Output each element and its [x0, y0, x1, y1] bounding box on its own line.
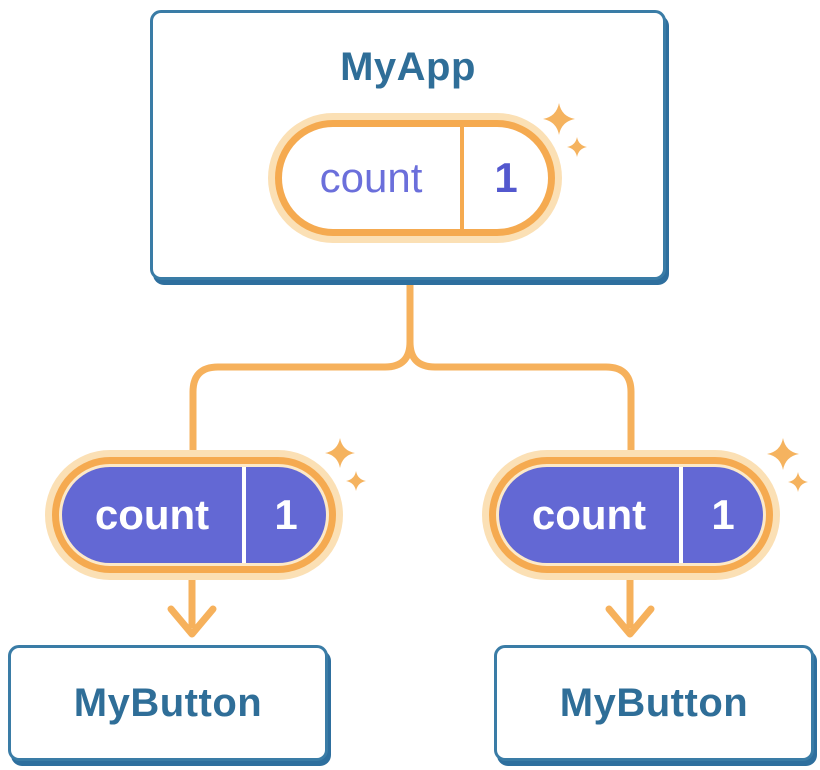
prop-pill-right: count 1 — [482, 450, 780, 580]
prop-name-right: count — [531, 491, 647, 538]
prop-pill-right-body: count 1 — [499, 467, 763, 563]
child-component-title-left: MyButton — [73, 680, 263, 725]
state-pill: count 1 — [268, 113, 562, 243]
prop-value-right: 1 — [679, 467, 763, 563]
state-value: 1 — [460, 127, 548, 229]
root-component-card: MyApp count 1 — [150, 10, 666, 280]
prop-pill-left-ring: count 1 — [52, 457, 336, 573]
prop-pill-left-body: count 1 — [62, 467, 326, 563]
arrow-head-right-icon — [605, 605, 655, 638]
state-pill-body: count 1 — [282, 127, 548, 229]
sparkle-icon — [325, 438, 355, 468]
child-component-title-right: MyButton — [559, 680, 749, 725]
state-name: count — [319, 154, 423, 201]
prop-pill-left: count 1 — [45, 450, 343, 580]
branch-line-right — [406, 278, 635, 458]
branch-line-left — [189, 278, 414, 458]
arrow-head-left-icon — [167, 605, 217, 638]
prop-value-left: 1 — [242, 467, 326, 563]
sparkle-icon — [788, 472, 808, 492]
prop-name-left: count — [94, 491, 210, 538]
sparkle-icon — [346, 471, 366, 491]
prop-pill-right-ring: count 1 — [489, 457, 773, 573]
state-pill-ring: count 1 — [275, 120, 555, 236]
child-component-card-right: MyButton — [494, 645, 814, 761]
root-component-title: MyApp — [340, 45, 476, 89]
sparkle-icon — [767, 438, 799, 470]
child-component-card-left: MyButton — [8, 645, 328, 761]
